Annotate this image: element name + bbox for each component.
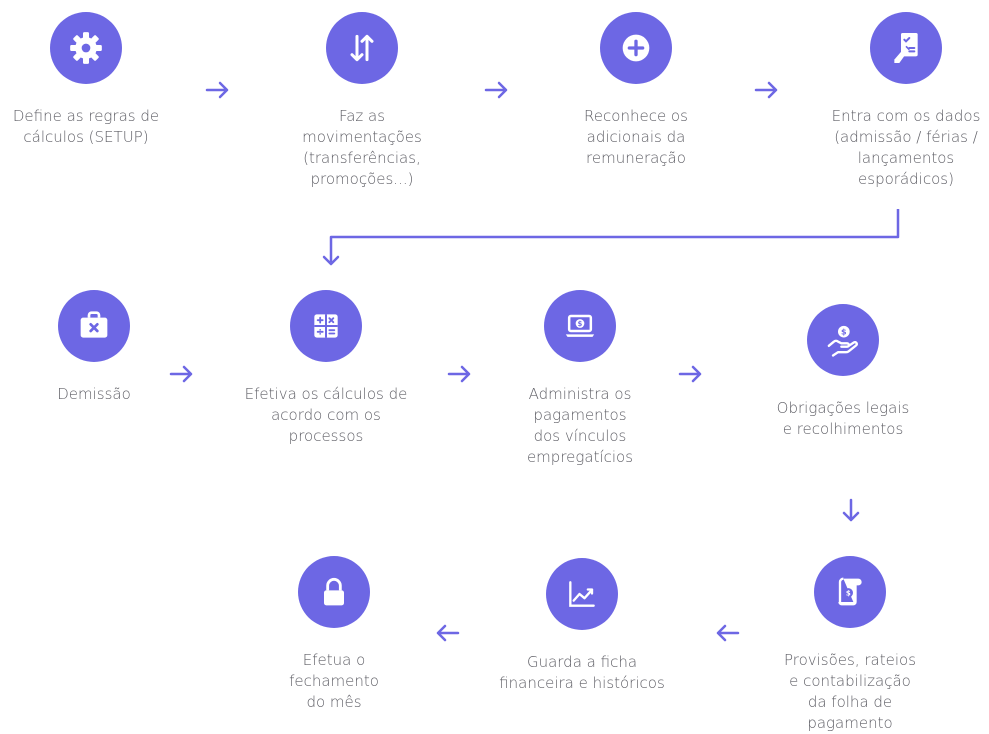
step-label: Guarda a ficha financeira e históricos: [499, 653, 665, 692]
step-label: Demissão: [57, 385, 131, 403]
hand-coin-icon: $: [827, 325, 858, 357]
swap-vertical-icon: [350, 34, 374, 62]
gear-icon: [70, 32, 102, 64]
chart-growth-icon: [569, 581, 595, 607]
step-circle: $: [807, 304, 879, 376]
arrow-right: [752, 76, 780, 104]
step-label: Efetua o fechamento do mês: [289, 651, 379, 711]
step-label: Obrigações legais e recolhimentos: [776, 399, 910, 438]
money-scroll-icon: $: [838, 577, 862, 606]
step-circle: [546, 558, 618, 630]
step-label: Define as regras de cálculos (SETUP): [12, 107, 160, 146]
step-calculations: Efetiva os cálculos de acordo com os pro…: [226, 290, 426, 447]
step-data-entry: Entra com os dados (admissão / férias / …: [806, 12, 989, 190]
step-legal-obligations: $ Obrigações legais e recolhimentos: [743, 304, 943, 440]
step-payments: $ Administra os pagamentos dos vínculos …: [480, 290, 680, 468]
svg-text:$: $: [841, 328, 847, 337]
svg-text:$: $: [846, 589, 851, 597]
laptop-money-icon: $: [565, 314, 595, 337]
briefcase-x-icon: [80, 311, 108, 338]
arrow-right: [167, 360, 195, 388]
step-label: Provisões, rateios e contabilização da f…: [783, 651, 917, 732]
arrow-left: [714, 619, 742, 647]
arrow-left: [434, 619, 462, 647]
step-circle: $: [814, 556, 886, 628]
svg-text:$: $: [578, 320, 583, 328]
step-month-close: Efetua o fechamento do mês: [234, 556, 434, 713]
step-label: Entra com os dados (admissão / férias / …: [831, 107, 981, 188]
plus-icon: [622, 34, 650, 62]
step-circle: $: [544, 290, 616, 362]
arrow-right: [482, 76, 510, 104]
calculator-icon: [314, 314, 338, 338]
step-label: Administra os pagamentos dos vínculos em…: [526, 385, 634, 466]
lock-icon: [324, 577, 344, 606]
arrow-right: [445, 360, 473, 388]
step-additional-pay: Reconhece os adicionais da remuneração: [536, 12, 736, 169]
step-circle: [58, 290, 130, 362]
step-circle: [870, 12, 942, 84]
step-dismissal: Demissão: [0, 290, 194, 405]
step-label: Efetiva os cálculos de acordo com os pro…: [244, 385, 408, 445]
step-circle: [298, 556, 370, 628]
arrow-right: [676, 360, 704, 388]
step-provisions: $ Provisões, rateios e contabilização da…: [750, 556, 950, 734]
step-movements: Faz as movimentações (transferências, pr…: [262, 12, 462, 190]
arrow-right: [203, 76, 231, 104]
step-financial-records: Guarda a ficha financeira e históricos: [482, 558, 682, 694]
step-circle: [326, 12, 398, 84]
arrow-down: [837, 496, 865, 524]
step-label: Faz as movimentações (transferências, pr…: [302, 107, 422, 188]
step-circle: [600, 12, 672, 84]
step-circle: [50, 12, 122, 84]
step-circle: [290, 290, 362, 362]
form-entry-icon: [894, 33, 918, 63]
step-label: Reconhece os adicionais da remuneração: [584, 107, 688, 167]
step-define-rules: Define as regras de cálculos (SETUP): [0, 12, 186, 148]
